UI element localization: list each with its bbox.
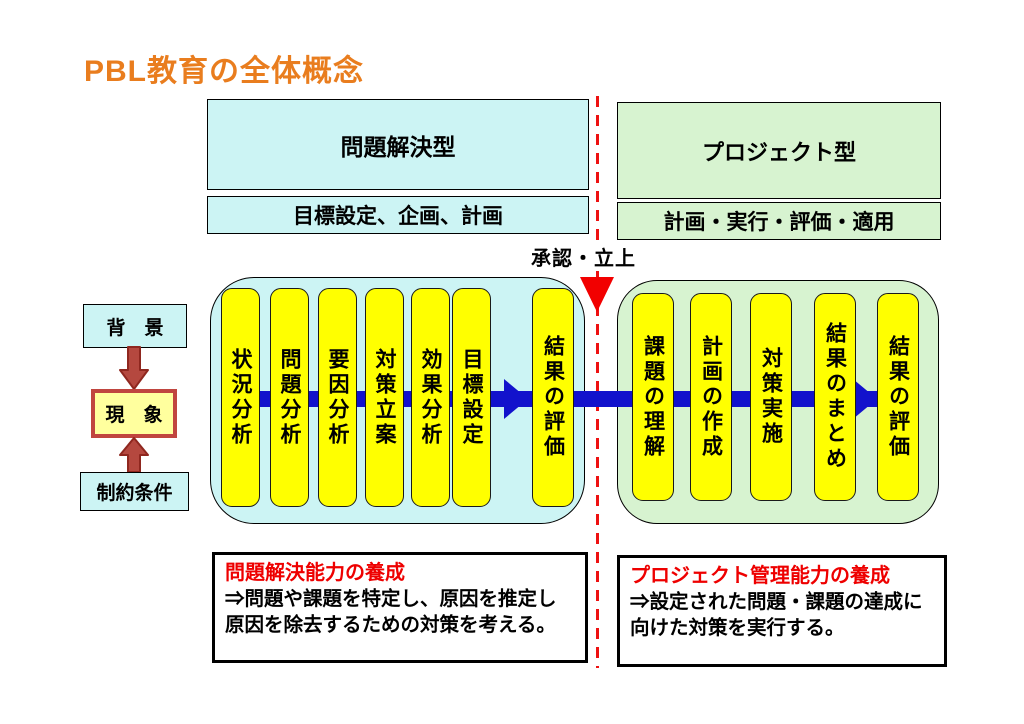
right-summary-box: プロジェクト管理能力の養成 ⇒設定された問題・課題の達成に 向けた対策を実行する… — [617, 555, 947, 667]
right-track-subheader: 計画・実行・評価・適用 — [617, 202, 941, 240]
left-track-subheader: 目標設定、企画、計画 — [207, 196, 589, 234]
background-box: 背 景 — [83, 304, 187, 348]
flow-step: 結果のまとめ — [814, 293, 856, 501]
down-arrow-icon — [119, 346, 149, 390]
flow-arrowhead-icon — [504, 379, 528, 419]
slide-title: PBL教育の全体概念 — [84, 55, 364, 88]
flow-step: 計画の作成 — [690, 293, 732, 501]
flow-step: 対策立案 — [365, 288, 404, 507]
left-summary-body: ⇒問題や課題を特定し、原因を推定し 原因を除去するための対策を考える。 — [225, 588, 557, 636]
approval-label: 承認・立上 — [528, 242, 639, 271]
constraints-box: 制約条件 — [80, 472, 189, 511]
flow-step: 課題の理解 — [632, 293, 674, 501]
flow-step: 問題分析 — [270, 288, 309, 507]
right-summary-title: プロジェクト管理能力の養成 — [630, 565, 890, 587]
flow-step: 状況分析 — [221, 288, 260, 507]
phenomenon-box: 現 象 — [91, 389, 177, 438]
right-summary-body: ⇒設定された問題・課題の達成に 向けた対策を実行する。 — [630, 591, 923, 639]
flow-arrowhead-icon — [853, 379, 877, 419]
flow-step: 結果の評価 — [877, 293, 919, 501]
flow-step: 要因分析 — [318, 288, 357, 507]
left-summary-box: 問題解決能力の養成 ⇒問題や課題を特定し、原因を推定し 原因を除去するための対策… — [212, 552, 588, 663]
flow-step: 結果の評価 — [532, 288, 574, 507]
flow-step: 効果分析 — [411, 288, 450, 507]
up-arrow-icon — [119, 437, 149, 473]
flow-step: 対策実施 — [750, 293, 792, 501]
divider-dashed-line — [596, 96, 599, 668]
flow-step: 目標設定 — [452, 288, 491, 507]
right-track-header: プロジェクト型 — [617, 102, 941, 199]
approval-arrow-icon — [580, 277, 614, 312]
left-summary-title: 問題解決能力の養成 — [225, 562, 405, 584]
left-track-header: 問題解決型 — [207, 99, 589, 190]
